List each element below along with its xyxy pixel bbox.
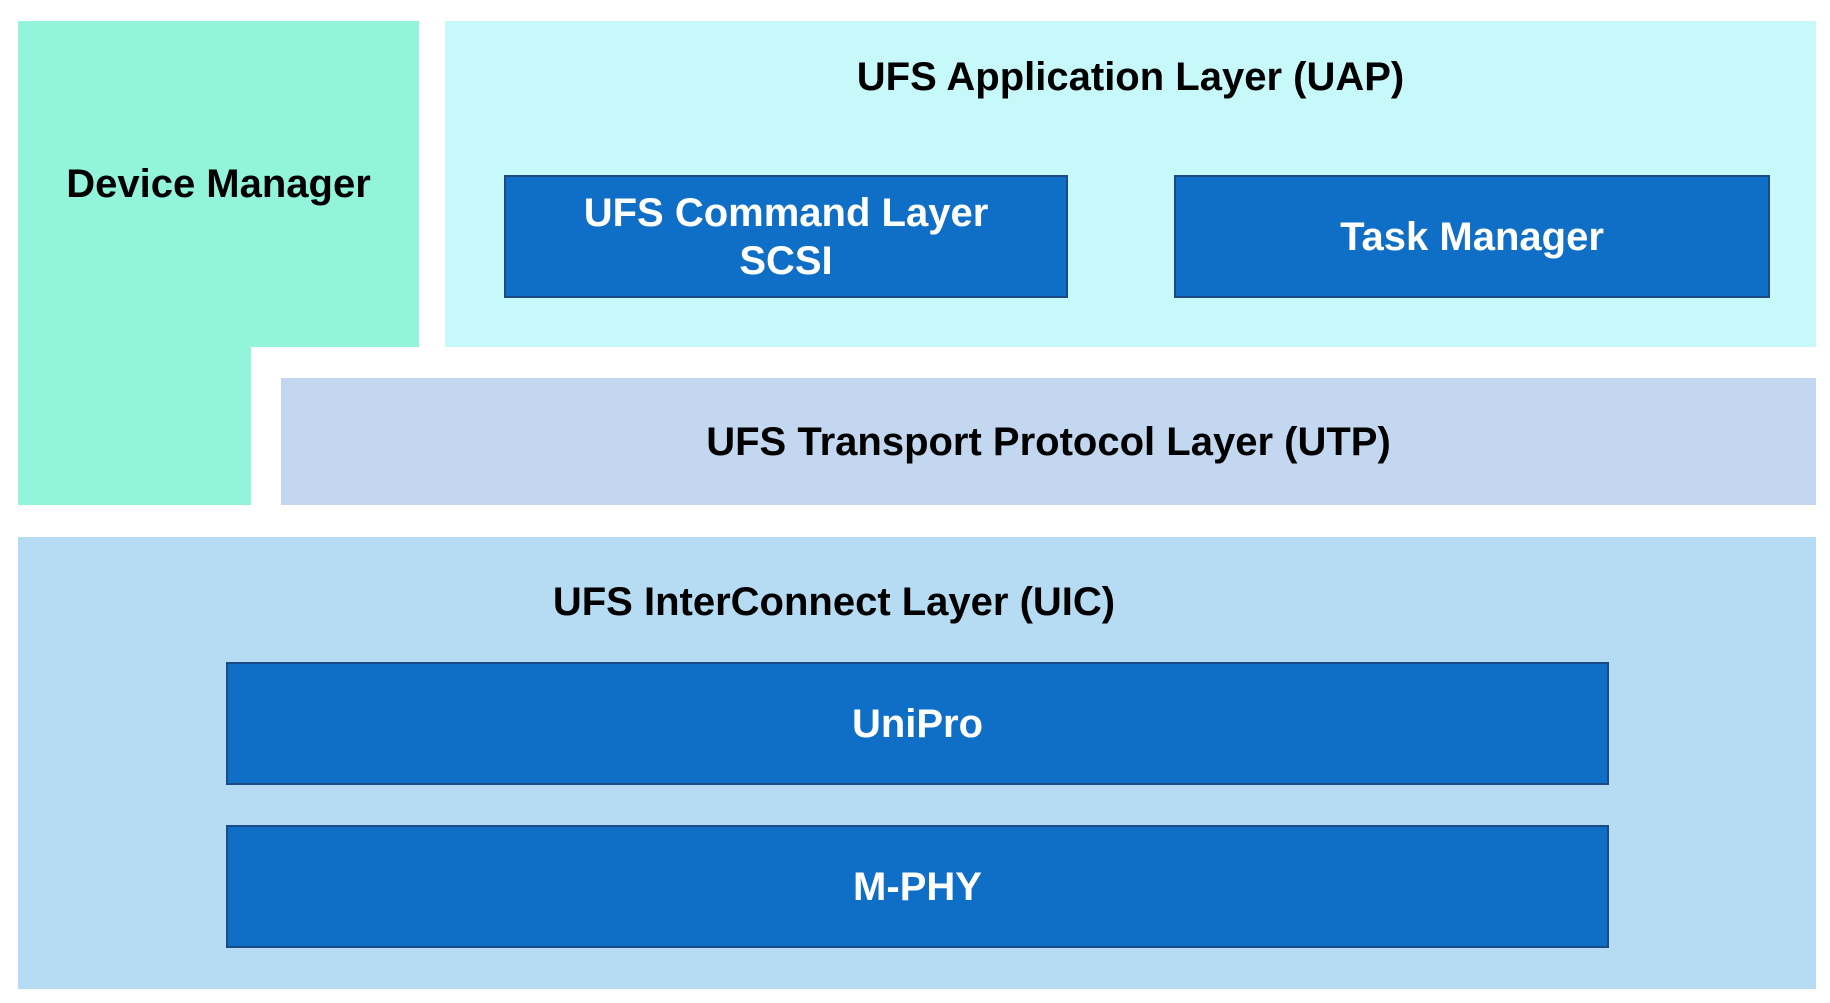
device-manager-block-bottom — [18, 346, 251, 505]
uic-title: UFS InterConnect Layer (UIC) — [552, 580, 1116, 624]
mphy-label: M-PHY — [853, 864, 982, 909]
ufs-command-layer-box: UFS Command Layer SCSI — [504, 175, 1068, 298]
task-manager-label: Task Manager — [1340, 214, 1604, 259]
device-manager-label: Device Manager — [66, 162, 371, 206]
scsi-label: SCSI — [739, 238, 833, 283]
mphy-box: M-PHY — [226, 825, 1609, 948]
task-manager-box: Task Manager — [1174, 175, 1770, 298]
device-manager-block-top — [18, 21, 419, 347]
utp-title: UFS Transport Protocol Layer (UTP) — [706, 420, 1391, 464]
utp-layer — [281, 378, 1816, 505]
uap-title: UFS Application Layer (UAP) — [856, 55, 1405, 99]
unipro-label: UniPro — [851, 701, 984, 746]
ufs-command-layer-label: UFS Command Layer — [583, 190, 989, 235]
unipro-box: UniPro — [226, 662, 1609, 785]
